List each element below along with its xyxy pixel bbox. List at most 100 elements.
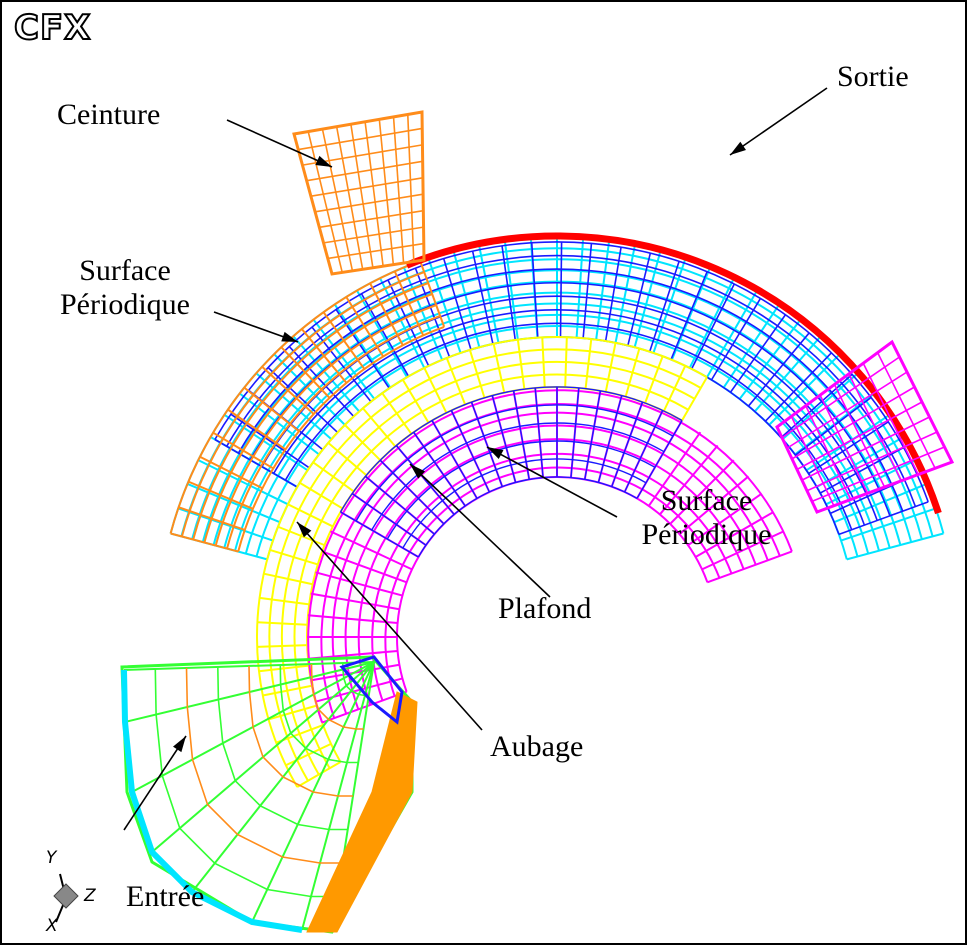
outer-mesh-radial — [333, 303, 392, 389]
inner-mesh-radial — [442, 258, 472, 350]
aubage-mesh-radial — [269, 548, 319, 566]
label-ceinture: Ceinture — [57, 98, 161, 131]
outer-mesh-radial — [187, 483, 281, 524]
outer-mesh-radial — [846, 532, 944, 561]
arrow-ceinture-shaft — [226, 119, 333, 168]
plafond-mesh-radial — [321, 550, 407, 584]
outer-mesh-radial — [768, 353, 841, 426]
inner-mesh-radial — [267, 367, 339, 433]
ceinture-mesh-radial — [227, 408, 287, 451]
aubage-mesh-radial — [401, 379, 430, 424]
outer-mesh-radial — [833, 483, 927, 524]
inlet-ring — [217, 666, 348, 831]
axis-label-y: Y — [46, 848, 57, 868]
aubage-mesh-radial — [259, 596, 310, 606]
outer-mesh-radial — [239, 392, 320, 456]
ceinture-mesh-radial — [345, 296, 385, 358]
outer-mesh-radial — [652, 257, 687, 354]
ceinture-block-line — [298, 127, 423, 151]
label-surface-periodique-inner-line1: Surface — [660, 484, 753, 517]
inner-mesh-radial — [559, 242, 563, 338]
ceinture-mesh-radial — [188, 480, 254, 510]
plafond-inner-mesh-radial — [450, 410, 491, 493]
aubage-mesh-radial — [564, 337, 568, 388]
aubage-mesh-radial — [541, 337, 546, 388]
arrow-entree — [123, 735, 187, 831]
aubage-mesh-radial — [299, 481, 344, 510]
aubage-mesh-radial — [312, 461, 355, 493]
outer-mesh-radial — [840, 507, 937, 542]
outer-mesh-radial — [197, 459, 289, 506]
outer-mesh-radial — [177, 507, 274, 542]
outlet-block-line — [811, 446, 945, 503]
outlet-block-line — [801, 416, 930, 481]
inner-mesh-radial — [288, 346, 355, 417]
plafond-inner-mesh-radial — [379, 459, 445, 525]
inlet-ring — [342, 662, 369, 697]
label-sortie: Sortie — [837, 60, 909, 93]
arrow-ceinture — [226, 119, 333, 168]
outlet-block-line — [862, 362, 919, 475]
outer-mesh-radial — [706, 290, 758, 378]
ceinture-block-line — [306, 160, 423, 182]
axis-triad: Y Z X — [32, 848, 112, 936]
plafond-inner-mesh-radial — [636, 420, 683, 499]
outer-mesh-radial — [614, 244, 637, 343]
outer-mesh-radial — [312, 319, 376, 400]
arrow-sortie — [729, 87, 828, 156]
aubage-mesh-radial — [492, 343, 506, 393]
ceinture-mesh — [169, 260, 446, 553]
inner-mesh-radial — [604, 247, 622, 342]
arrow-sortie-head — [730, 141, 747, 155]
outlet-block-outline — [775, 339, 955, 514]
arrow-entree-shaft — [123, 735, 187, 831]
outer-mesh-radial — [255, 372, 333, 440]
inlet-hub-patch — [339, 655, 404, 725]
plafond-inner-mesh-radial — [365, 475, 435, 535]
ceinture-mesh-radial — [170, 532, 239, 553]
plafond-mesh-radial — [701, 530, 784, 571]
aubage-mesh-radial — [344, 424, 381, 461]
outlet-block-line — [848, 373, 903, 482]
outer-mesh-radial — [273, 353, 346, 426]
plafond-inner-mesh-radial — [491, 395, 517, 483]
plafond-inner-mesh-radial — [534, 387, 544, 478]
aubage-mesh-radial — [257, 644, 308, 648]
aubage-mesh-radial — [263, 572, 313, 586]
plafond-inner-mesh-radial — [570, 387, 580, 478]
ceinture-mesh-arc — [169, 260, 421, 534]
outer-mesh-radial — [670, 267, 711, 361]
outer-mesh-radial — [722, 303, 781, 389]
inner-mesh-radial — [690, 283, 735, 370]
inner-mesh-radial — [780, 373, 853, 439]
inner-mesh-radial — [501, 245, 517, 341]
aubage-mesh-radial — [584, 338, 593, 389]
ceinture-block-line — [321, 128, 354, 272]
outlet-block — [775, 339, 955, 514]
aubage-mesh-radial — [644, 355, 664, 404]
ceinture-mesh-radial — [393, 270, 425, 336]
inner-mesh-radial — [230, 413, 310, 469]
inner-mesh-radial — [747, 332, 810, 407]
arrow-aubage-shaft — [296, 521, 483, 731]
ceinture-mesh-radial — [301, 328, 348, 384]
aubage-mesh-radial — [268, 704, 317, 721]
plafond-mesh-radial — [659, 444, 719, 516]
plafond-inner-mesh-radial — [340, 511, 419, 558]
inner-mesh-radial — [838, 501, 929, 536]
aubage-mesh-radial — [624, 348, 641, 397]
ceinture-mesh-radial — [419, 260, 446, 328]
inlet-blade-solid — [306, 691, 418, 933]
outlet-block-line — [796, 401, 923, 471]
ceinture-block-line — [392, 116, 405, 264]
outer-mesh-radial — [754, 335, 822, 413]
label-plafond: Plafond — [498, 592, 592, 625]
plafond-inner-mesh-radial — [351, 493, 427, 546]
ceinture-mesh-radial — [199, 455, 263, 490]
ceinture-block-line — [319, 209, 424, 229]
arrow-surface-periodique-inner-head — [487, 447, 504, 459]
arrow-surface-periodique-outer-head — [281, 331, 298, 342]
ceinture-mesh-arc — [237, 325, 445, 552]
arrow-plafond-head — [410, 464, 426, 479]
